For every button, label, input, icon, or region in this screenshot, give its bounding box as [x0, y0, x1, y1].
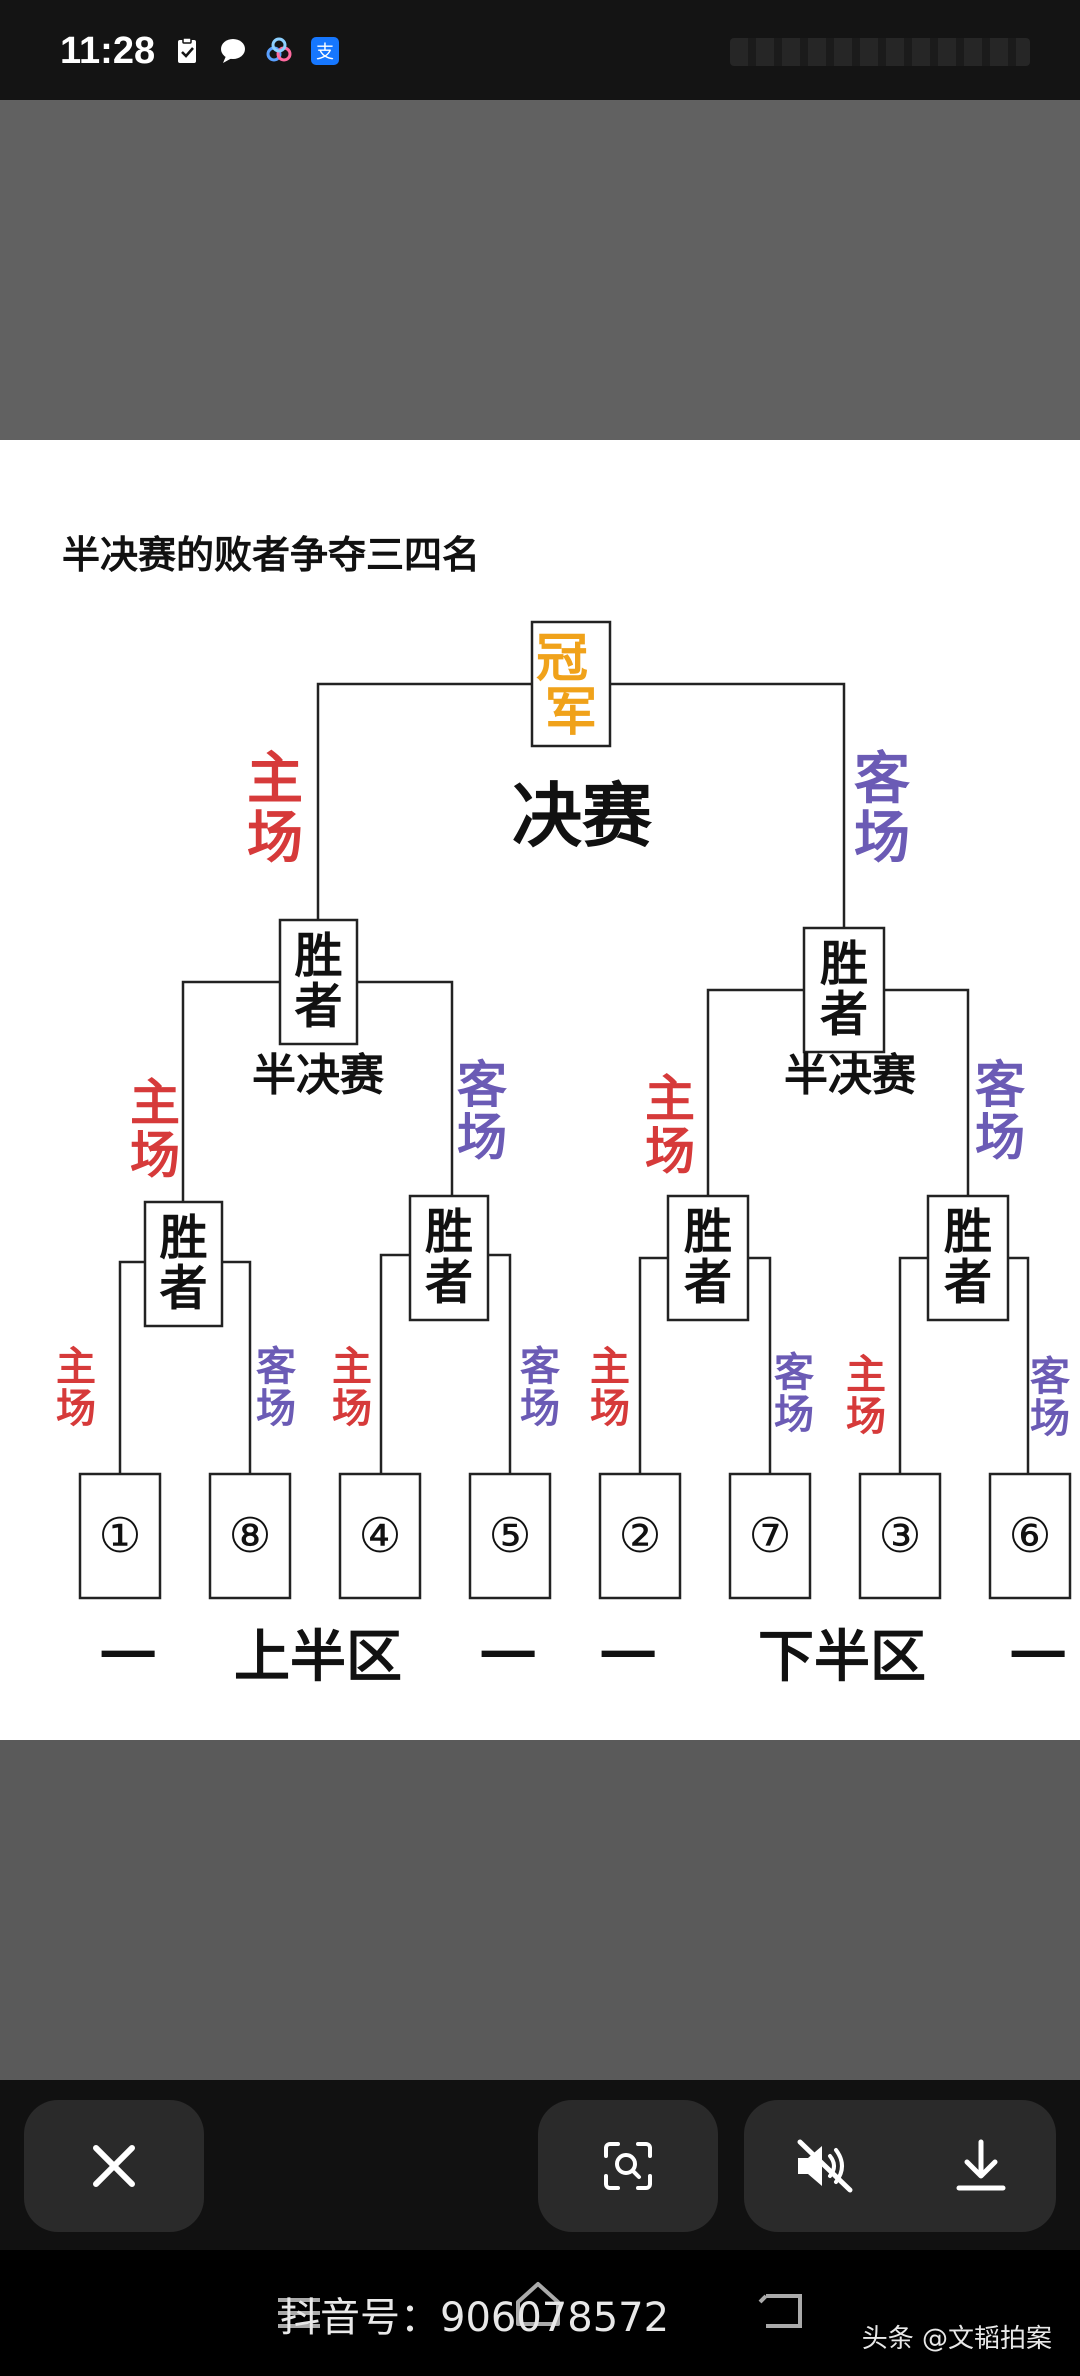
media-bottom-padding	[0, 1740, 1080, 2080]
winner-box-label-6: 胜者	[944, 1204, 992, 1310]
home-label-3: 主场	[130, 1074, 180, 1185]
seed-label-5: ②	[618, 1508, 661, 1564]
dash-mark-2: 一	[480, 1625, 536, 1690]
chat-bubble-icon	[221, 39, 245, 63]
away-label-8: 客场	[256, 1344, 296, 1432]
toutiao-credit: 头条 @文韬拍案	[861, 2324, 1052, 2354]
winner-box-label-5: 胜者	[684, 1204, 732, 1310]
bottom-bar	[0, 2250, 1080, 2376]
clipboard-check-icon	[178, 37, 196, 63]
home-label-5: 主场	[645, 1070, 695, 1181]
home-label-11: 主场	[590, 1344, 630, 1432]
bracket-caption: 半决赛的败者争夺三四名	[62, 533, 480, 577]
baidu-paw-icon	[266, 37, 292, 62]
semifinal-label-right: 半决赛	[784, 1050, 917, 1101]
home-label-7: 主场	[56, 1344, 96, 1432]
winner-box-label-4: 胜者	[425, 1204, 473, 1310]
champion-char-1: 冠	[536, 629, 588, 689]
winner-box-label-1: 胜者	[294, 928, 342, 1034]
winner-box-label-3: 胜者	[159, 1210, 207, 1316]
dash-mark-4: 一	[1010, 1625, 1066, 1690]
home-label-1: 主场	[247, 747, 303, 871]
seed-box-2	[208, 1472, 292, 1600]
seed-box-5	[598, 1472, 682, 1600]
semifinal-label-left: 半决赛	[252, 1050, 385, 1101]
seed-box-3	[338, 1472, 422, 1600]
bracket-diagram: 半决赛的败者争夺三四名 冠 军	[56, 533, 1072, 1690]
seed-label-2: ⑧	[228, 1508, 271, 1564]
close-button[interactable]	[24, 2100, 204, 2232]
media-top-padding	[0, 100, 1080, 440]
winner-box-5	[666, 1194, 750, 1322]
dash-mark-3: 一	[600, 1625, 656, 1690]
douyin-watermark: 抖音号：906078572	[280, 2295, 670, 2341]
download-icon[interactable]	[951, 2136, 1011, 2196]
away-label-2: 客场	[854, 747, 910, 871]
lower-half-label: 下半区	[758, 1625, 926, 1690]
home-nav-icon[interactable]	[512, 2278, 564, 2330]
winner-box-label-2: 胜者	[820, 936, 868, 1042]
status-icons: 支	[172, 36, 340, 66]
bracket-lines	[118, 682, 1030, 1474]
seed-box-6	[728, 1472, 812, 1600]
media-actions-group	[744, 2100, 1056, 2232]
status-bar: 11:28 支	[0, 0, 1080, 100]
winner-box-6	[926, 1194, 1010, 1322]
speaker-muted-icon[interactable]	[790, 2136, 860, 2196]
seed-box-4	[468, 1472, 552, 1600]
winner-box-3	[143, 1200, 224, 1328]
back-nav-icon[interactable]	[756, 2290, 806, 2332]
close-icon	[93, 2145, 135, 2187]
seed-label-7: ③	[878, 1508, 921, 1564]
seed-label-6: ⑦	[748, 1508, 791, 1564]
seed-box-1	[78, 1472, 162, 1600]
upper-half-label: 上半区	[234, 1625, 402, 1690]
image-search-button[interactable]	[538, 2100, 718, 2232]
media-toolbar	[0, 2080, 1080, 2250]
seed-label-1: ①	[98, 1508, 141, 1564]
winner-box-2	[802, 926, 886, 1054]
away-label-4: 客场	[457, 1056, 507, 1167]
seed-label-3: ④	[358, 1508, 401, 1564]
image-search-icon	[604, 2142, 652, 2190]
seed-box-8	[988, 1472, 1072, 1600]
home-label-13: 主场	[846, 1352, 886, 1440]
seed-label-8: ⑥	[1008, 1508, 1051, 1564]
away-label-10: 客场	[520, 1344, 560, 1432]
dash-mark-1: 一	[100, 1625, 156, 1690]
winner-box-1	[278, 918, 359, 1046]
alipay-icon: 支	[311, 37, 339, 65]
away-label-6: 客场	[975, 1056, 1025, 1167]
svg-text:冠 军: 冠 军	[536, 629, 606, 743]
status-time: 11:28	[60, 30, 156, 72]
bracket-annotations: 胜者胜者胜者胜者胜者胜者半决赛半决赛主场客场主场客场主场客场主场客场主场客场主场…	[56, 747, 1072, 1690]
home-label-9: 主场	[332, 1344, 372, 1432]
final-label: 决赛	[512, 775, 653, 857]
champion-char-2: 军	[545, 683, 597, 743]
menu-nav-icon[interactable]	[276, 2296, 322, 2330]
seed-box-7	[858, 1472, 942, 1600]
tournament-bracket-image[interactable]: 半决赛的败者争夺三四名 冠 军	[0, 440, 1080, 1740]
champion-box: 冠 军	[530, 620, 612, 748]
status-right-indicators	[730, 38, 1030, 66]
winner-box-4	[408, 1194, 490, 1322]
away-label-14: 客场	[1030, 1354, 1070, 1442]
alipay-glyph: 支	[316, 42, 334, 63]
seed-label-4: ⑤	[488, 1508, 531, 1564]
away-label-12: 客场	[774, 1350, 814, 1438]
